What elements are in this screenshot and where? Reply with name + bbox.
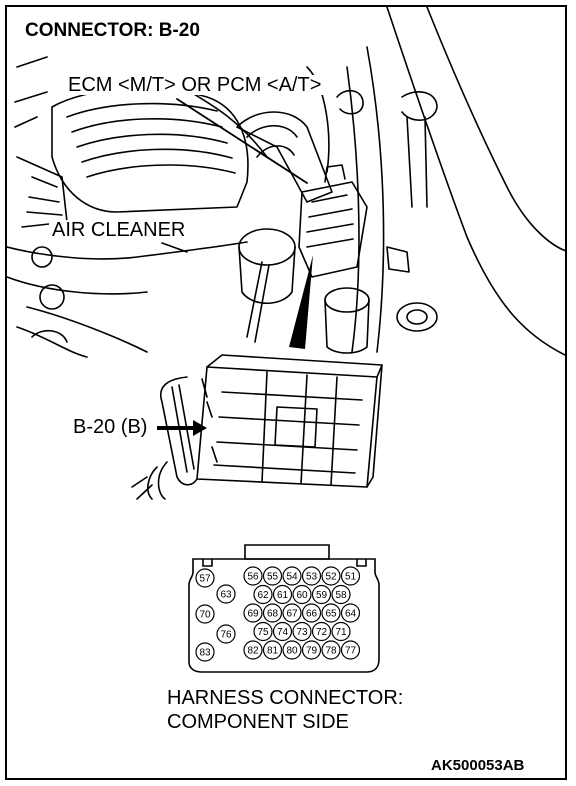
connector-pin-layout: 57 63 70 76 83 56 55 54 53 52 51 62 61 60 59 58 69 68 67 66… [195,566,361,662]
pin-number: 71 [335,627,347,638]
pin-number: 76 [220,630,232,641]
pin-circle [253,584,273,605]
diagram-frame: 57 63 70 76 83 56 55 54 53 52 51 62 61 60 59 58 69 68 67 66… [5,5,567,780]
pin-number: 52 [325,572,337,583]
pin-number: 82 [247,646,259,657]
pin-circle [216,584,236,604]
figure-code: AK500053AB [431,757,525,774]
pin-number: 74 [277,627,289,638]
pin-circle [311,584,332,605]
pin-number: 72 [316,627,328,638]
harness-caption-line2: COMPONENT SIDE [167,711,349,733]
pin-number: 61 [277,590,289,601]
pin-number: 75 [257,627,269,638]
pin-circle [321,640,341,660]
pin-number: 56 [247,572,259,583]
pin-number: 79 [306,646,318,657]
pin-circle [272,584,293,605]
pin-number: 54 [286,572,298,583]
pin-circle [262,640,283,660]
pin-number: 55 [267,572,279,583]
connector-ref-label: B-20 (B) [71,416,150,438]
pin-number: 60 [296,590,308,601]
pin-circle [195,568,215,588]
pin-circle [331,621,351,642]
pin-circle [282,640,302,660]
pin-circle [311,621,332,642]
pin-circle [243,566,263,586]
pin-circle [301,566,322,586]
pin-number: 65 [325,609,337,620]
pin-number: 70 [199,610,211,621]
pin-circle [321,603,341,623]
pin-number: 51 [345,572,357,583]
harness-caption: HARNESS CONNECTOR: COMPONENT SIDE [167,686,403,734]
pin-number: 68 [267,609,279,620]
pin-number: 59 [316,590,328,601]
pin-circle [301,640,322,660]
pin-number: 63 [220,590,232,601]
engine-bay-illustration: 57 63 70 76 83 56 55 54 53 52 51 62 61 60 59 58 69 68 67 66… [7,7,565,673]
pin-number: 66 [306,609,318,620]
pin-number: 77 [345,646,357,657]
pin-circle [321,566,341,586]
pin-circle [262,566,283,586]
pin-circle [331,584,351,605]
pin-circle [195,604,215,624]
pin-circle [340,603,361,623]
air-cleaner-label: AIR CLEANER [49,220,189,240]
pin-circle [292,584,312,605]
harness-connector-face [188,544,380,673]
pin-number: 58 [335,590,347,601]
pin-circle [282,566,302,586]
pin-number: 81 [267,646,279,657]
pin-number: 73 [296,627,308,638]
pin-circle [253,621,273,642]
pin-number: 53 [306,572,318,583]
pin-circle [243,603,263,623]
pin-number: 78 [325,646,337,657]
pin-circle [282,603,302,623]
pin-circle [216,624,236,644]
pin-circle [272,621,293,642]
pin-circle [340,640,361,660]
ecm-label: ECM <M/T> OR PCM <A/T> [65,75,325,95]
pin-circle [243,640,263,660]
pin-number: 69 [247,609,259,620]
pin-circle [340,566,361,586]
pin-number: 64 [345,609,357,620]
pin-circle [262,603,283,623]
pin-number: 57 [199,574,211,585]
pin-number: 80 [286,646,298,657]
pin-number: 62 [257,590,269,601]
pin-circle [195,642,215,662]
pin-number: 83 [199,648,211,659]
harness-caption-line1: HARNESS CONNECTOR: [167,687,404,709]
connector-title: CONNECTOR: B-20 [23,20,202,41]
pin-circle [301,603,322,623]
pin-circle [292,621,312,642]
pin-number: 67 [286,609,298,620]
